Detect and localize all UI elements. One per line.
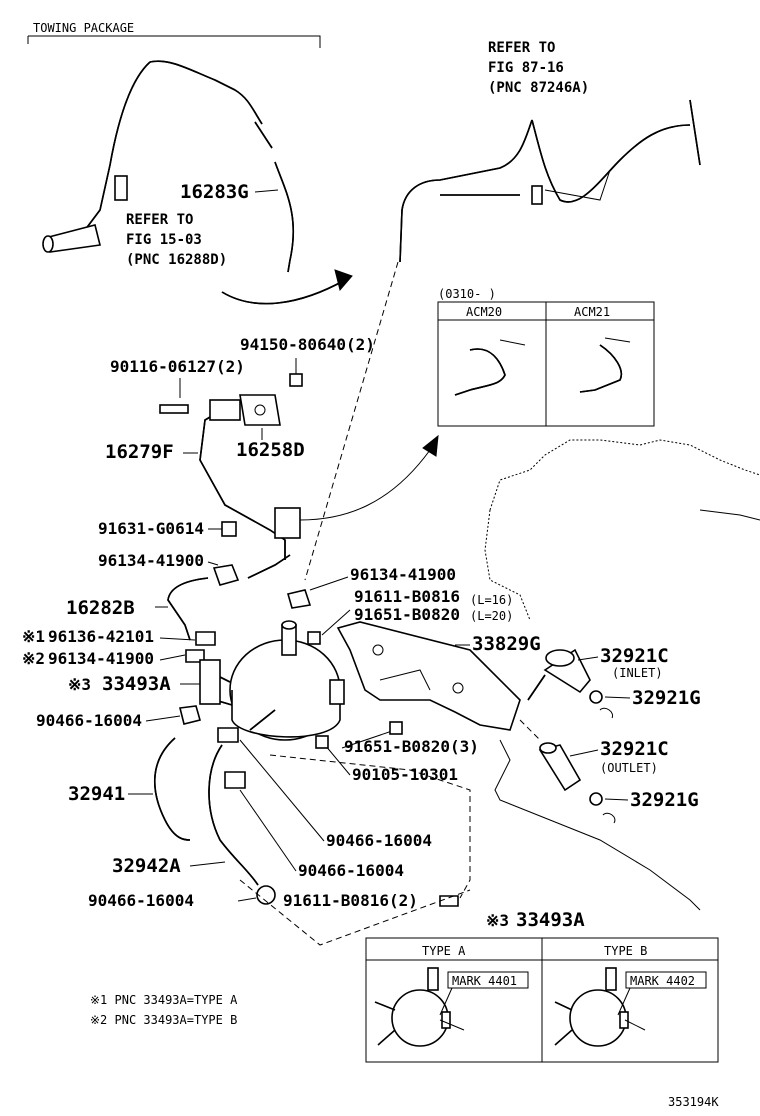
mark-96136: ※1	[22, 627, 45, 646]
label-outlet: (OUTLET)	[600, 761, 658, 775]
label-90105-10301: 90105-10301	[352, 765, 458, 784]
inset-type-b-label: TYPE B	[604, 944, 647, 958]
label-91611-length: (L=16)	[470, 593, 513, 607]
note-2: ※2 PNC 33493A=TYPE B	[90, 1013, 237, 1027]
bolt-91651-3	[389, 721, 403, 735]
ref-top-line2: FIG 87-16	[488, 60, 564, 76]
mark-box-a	[447, 971, 529, 989]
label-16279F: 16279F	[105, 441, 174, 463]
label-91651-B0820: 91651-B0820	[354, 605, 460, 624]
bolt-91611-2	[439, 895, 459, 907]
hose-32942A	[208, 744, 259, 886]
bolt-90105	[315, 735, 329, 749]
label-90466-16004-b: 90466-16004	[326, 831, 432, 850]
clamp-96136	[195, 631, 216, 646]
figure-id: 353194K	[668, 1095, 719, 1109]
bolt-91631	[221, 521, 237, 537]
mark-label-b: MARK 4402	[630, 974, 695, 988]
label-90116-06127: 90116-06127(2)	[110, 357, 245, 376]
fitting-33493A	[199, 659, 221, 705]
inset-top-range: (0310- )	[438, 287, 496, 301]
label-90466-16004-c: 90466-16004	[298, 861, 404, 880]
ref-top-line1: REFER TO	[488, 40, 555, 56]
label-33493A: 33493A	[102, 673, 171, 695]
ref-left-line2: FIG 15-03	[126, 232, 202, 248]
engine-outline	[489, 439, 760, 511]
hose-32941	[154, 737, 191, 841]
clamp-90466-d	[256, 885, 276, 905]
towing-hose-assembly	[42, 60, 273, 253]
acm20-hose-icon	[454, 339, 526, 396]
fitting-32921C-inlet	[527, 648, 591, 701]
clamp-90466-c	[224, 771, 246, 789]
pipe-16279F	[199, 409, 286, 560]
label-inlet: (INLET)	[612, 666, 663, 680]
ref-top-line3: (PNC 87246A)	[488, 80, 589, 96]
label-94150-80640: 94150-80640(2)	[240, 335, 375, 354]
towing-package-label: TOWING PACKAGE	[33, 21, 134, 35]
label-91611-B0816: 91611-B0816	[354, 587, 460, 606]
clamp-90466-a	[179, 705, 201, 725]
ref-left-line3: (PNC 16288D)	[126, 252, 227, 268]
label-32941: 32941	[68, 783, 125, 805]
label-33829G: 33829G	[472, 633, 541, 655]
label-16258D: 16258D	[236, 439, 305, 461]
label-91611-B0816-2: 91611-B0816(2)	[283, 891, 418, 910]
fitting-32921C-outlet	[538, 742, 582, 792]
label-90466-16004-d: 90466-16004	[88, 891, 194, 910]
label-32921G-b: 32921G	[630, 789, 699, 811]
acm21-hose-icon	[579, 337, 631, 393]
mark-33493A-b: ※3	[486, 911, 509, 930]
clamp-96134-b	[287, 589, 312, 609]
label-16283G: 16283G	[180, 181, 249, 203]
ref-left-line1: REFER TO	[126, 212, 193, 228]
label-96134-41900-b: 96134-41900	[350, 565, 456, 584]
mark-box-b	[625, 971, 707, 989]
label-91651-B0820-3: 91651-B0820(3)	[344, 737, 479, 756]
towing-package-bracket	[27, 35, 321, 48]
bolt-91611	[307, 631, 321, 645]
clamp-96134-a	[212, 564, 240, 586]
oring-32921G-b	[589, 792, 603, 806]
mark-96134-c: ※2	[22, 649, 45, 668]
label-91631-G0614: 91631-G0614	[98, 519, 204, 538]
label-96134-41900-c: 96134-41900	[48, 649, 154, 668]
clamp-90466-b	[217, 727, 239, 743]
gasket-16258D	[239, 394, 281, 426]
label-32942A: 32942A	[112, 855, 181, 877]
cooler-type-a-icon	[374, 967, 465, 1047]
label-90466-16004-a: 90466-16004	[36, 711, 142, 730]
label-91651-length: (L=20)	[470, 609, 513, 623]
inset-top-acm21: ACM21	[574, 305, 610, 319]
nut-94150	[289, 373, 303, 387]
label-33493A-b: 33493A	[516, 909, 585, 931]
oil-cooler-33493A	[209, 620, 345, 741]
bracket-33829G	[336, 621, 521, 731]
mark-label-a: MARK 4401	[452, 974, 517, 988]
inset-top-acm20: ACM20	[466, 305, 502, 319]
note-1: ※1 PNC 33493A=TYPE A	[90, 993, 238, 1007]
inset-type-a-label: TYPE A	[422, 944, 466, 958]
label-32921G-a: 32921G	[632, 687, 701, 709]
label-16282B: 16282B	[66, 597, 135, 619]
label-96136-42101: 96136-42101	[48, 627, 154, 646]
label-96134-41900-a: 96134-41900	[98, 551, 204, 570]
cooler-type-b-icon	[554, 967, 646, 1047]
upper-hose-assembly	[399, 99, 701, 263]
stud-90116	[159, 404, 189, 414]
label-32921C-outlet: 32921C	[600, 738, 669, 760]
mark-33493A: ※3	[68, 675, 91, 694]
oring-32921G-a	[589, 690, 603, 704]
label-32921C-inlet: 32921C	[600, 645, 669, 667]
